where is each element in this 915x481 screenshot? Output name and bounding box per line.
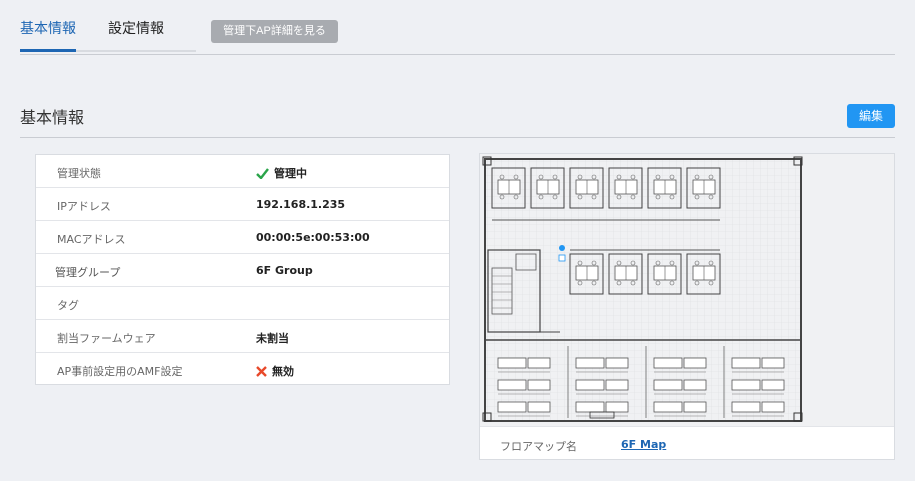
active-tab-indicator bbox=[20, 49, 76, 52]
info-row-management-group: 管理グループ 6F Group bbox=[36, 254, 449, 287]
basic-info-table: 管理状態 管理中 IPアドレス 192.168.1.235 MACアドレス 00… bbox=[35, 154, 450, 385]
info-label: MACアドレス bbox=[57, 233, 126, 246]
tab-bar: 基本情報 設定情報 bbox=[20, 0, 196, 54]
assigned-firmware-value: 未割当 bbox=[256, 332, 289, 345]
check-icon bbox=[256, 167, 269, 179]
view-managed-ap-details-button[interactable]: 管理下AP詳細を見る bbox=[211, 20, 338, 43]
tab-track bbox=[76, 50, 196, 52]
mac-address-value: 00:00:5e:00:53:00 bbox=[256, 231, 370, 244]
info-label: 割当ファームウェア bbox=[57, 332, 156, 345]
amf-setting-value: 無効 bbox=[272, 365, 294, 378]
info-label: 管理状態 bbox=[57, 167, 101, 180]
tab-basic-info[interactable]: 基本情報 bbox=[20, 21, 76, 37]
info-value: 管理中 bbox=[256, 165, 307, 181]
management-status-value: 管理中 bbox=[274, 167, 307, 180]
floor-map-footer: フロアマップ名 6F Map bbox=[480, 426, 894, 460]
info-value: 無効 bbox=[256, 363, 294, 379]
edit-button[interactable]: 編集 bbox=[847, 104, 895, 128]
floor-map-name-label: フロアマップ名 bbox=[500, 440, 577, 453]
floor-map-card: フロアマップ名 6F Map bbox=[479, 153, 895, 460]
info-row-amf-setting: AP事前設定用のAMF設定 無効 bbox=[36, 353, 449, 386]
tab-settings-info[interactable]: 設定情報 bbox=[108, 21, 164, 37]
info-label: タグ bbox=[57, 299, 79, 312]
info-row-ip-address: IPアドレス 192.168.1.235 bbox=[36, 188, 449, 221]
management-group-value: 6F Group bbox=[256, 264, 313, 277]
floor-plan-drawing bbox=[480, 154, 894, 426]
ip-address-value: 192.168.1.235 bbox=[256, 198, 346, 211]
floor-map-link[interactable]: 6F Map bbox=[621, 438, 667, 451]
info-label: IPアドレス bbox=[57, 200, 111, 213]
info-label: AP事前設定用のAMF設定 bbox=[57, 365, 183, 378]
info-row-mac-address: MACアドレス 00:00:5e:00:53:00 bbox=[36, 221, 449, 254]
cross-icon bbox=[256, 365, 267, 377]
top-divider bbox=[20, 54, 895, 55]
section-title: 基本情報 bbox=[20, 108, 85, 127]
floor-map-image[interactable] bbox=[480, 154, 894, 426]
section-divider bbox=[20, 137, 895, 138]
info-label: 管理グループ bbox=[55, 266, 121, 279]
info-row-tag: タグ bbox=[36, 287, 449, 320]
info-row-assigned-firmware: 割当ファームウェア 未割当 bbox=[36, 320, 449, 353]
info-row-management-status: 管理状態 管理中 bbox=[36, 155, 449, 188]
